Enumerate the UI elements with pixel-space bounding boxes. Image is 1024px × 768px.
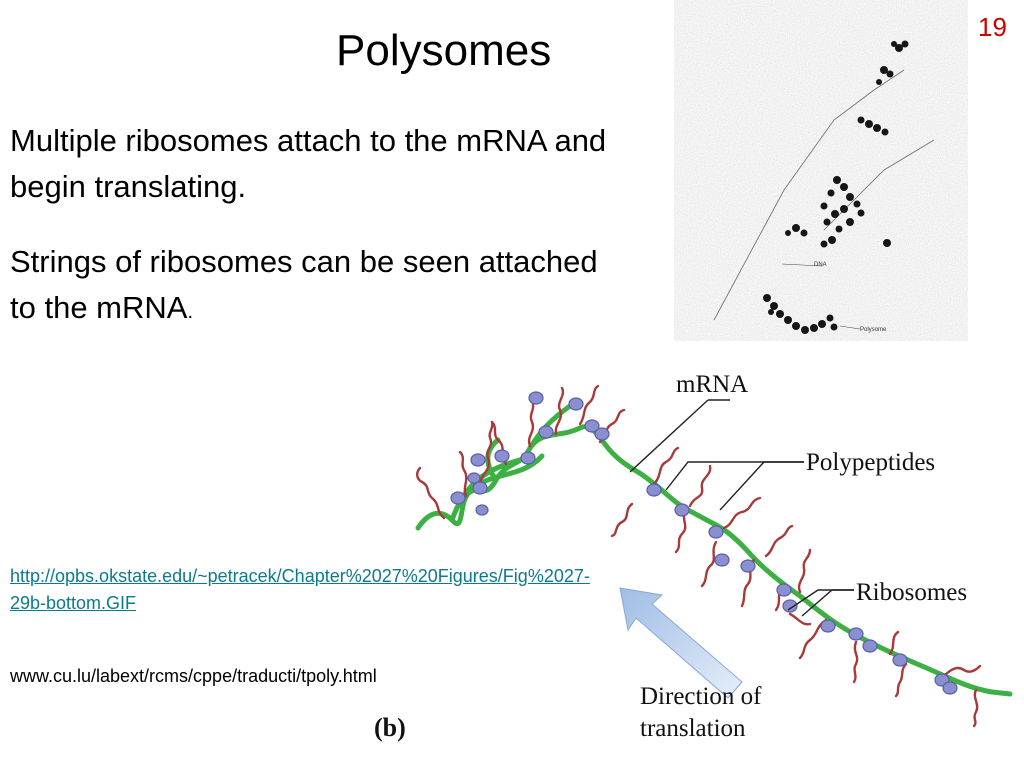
polypeptide-chains: [416, 384, 982, 728]
ribosomes: [450, 391, 958, 695]
direction-label-line1: Direction of: [640, 683, 762, 710]
slide-number: 19: [978, 12, 1007, 42]
micrograph-dna-label: DNA: [814, 262, 827, 268]
label-leader-lines: [629, 399, 854, 617]
panel-label: (b): [374, 713, 406, 742]
body-paragraph-2-period: .: [187, 301, 194, 323]
body-paragraph-1: Multiple ribosomes attach to the mRNA an…: [10, 123, 607, 204]
polypeptides-label: Polypeptides: [806, 449, 935, 476]
micrograph-polysome-label: Polysome: [860, 327, 887, 333]
direction-label-line2: translation: [640, 715, 746, 742]
reference-text: www.cu.lu/labext/rcms/cppe/traducti/tpol…: [10, 666, 377, 686]
reference-link[interactable]: http://opbs.okstate.edu/~petracek/Chapte…: [10, 566, 590, 613]
slide-title: Polysomes: [336, 26, 552, 75]
body-paragraph-2: Strings of ribosomes can be seen attache…: [10, 239, 620, 335]
ribosomes-label: Ribosomes: [856, 579, 967, 606]
ribosome-clusters: [763, 40, 909, 334]
body-paragraph-2-text: Strings of ribosomes can be seen attache…: [10, 244, 598, 325]
polysome-micrograph-image: DNA Polysome: [674, 0, 968, 341]
direction-arrow: [619, 587, 743, 699]
polysome-diagram: mRNA Polypeptides Ribosomes Direction of…: [374, 371, 1013, 742]
mrna-label: mRNA: [676, 371, 748, 398]
